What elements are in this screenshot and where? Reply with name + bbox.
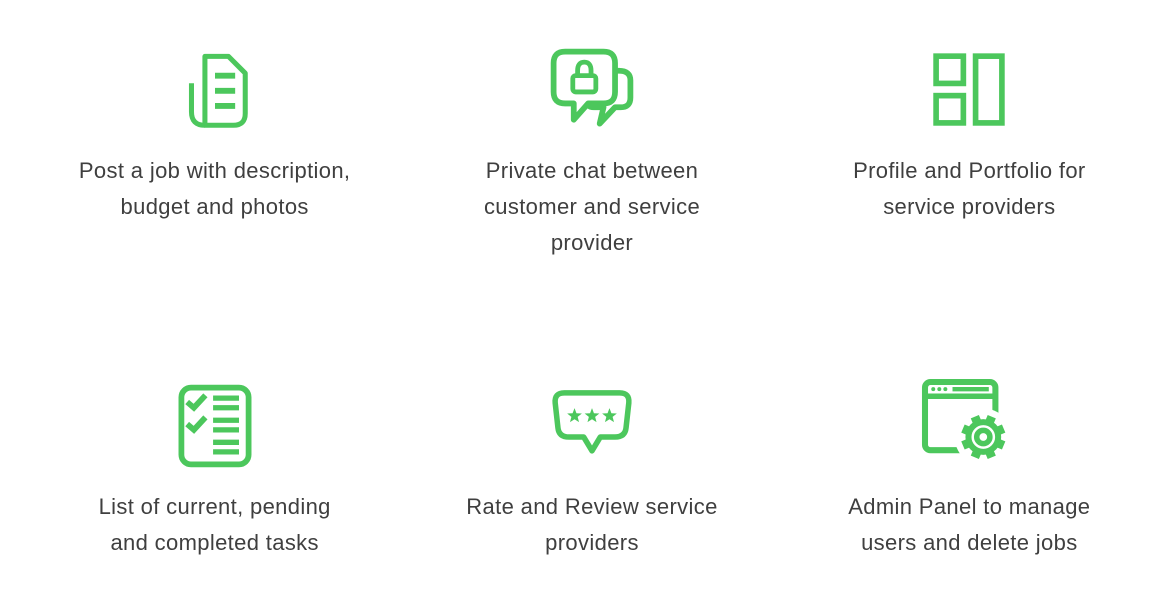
feature-label-line: Profile and Portfolio for xyxy=(853,158,1086,183)
feature-label: Admin Panel to manage users and delete j… xyxy=(848,489,1090,561)
feature-label-line: service providers xyxy=(883,194,1056,219)
feature-label-line: Post a job with description, xyxy=(78,158,351,183)
feature-card-admin-panel: Admin Panel to manage users and delete j… xyxy=(781,376,1158,561)
feature-label-line: Private chat between xyxy=(485,158,699,183)
feature-label-line: provider xyxy=(550,230,634,255)
feature-label: Rate and Review service providers xyxy=(466,489,717,561)
feature-label-line: budget and photos xyxy=(120,194,309,219)
feature-card-post-job: Post a job with description, budget and … xyxy=(26,40,403,261)
feature-card-profile-portfolio: Profile and Portfolio for service provid… xyxy=(781,40,1158,261)
task-list-checklist-icon xyxy=(167,376,263,476)
feature-card-private-chat: Private chat between customer and servic… xyxy=(403,40,780,261)
admin-panel-gear-icon xyxy=(914,376,1024,476)
feature-label: List of current, pending and completed t… xyxy=(99,489,331,561)
features-grid: Post a job with description, budget and … xyxy=(26,40,1158,561)
feature-card-rate-review: Rate and Review service providers xyxy=(403,376,780,561)
feature-label-line: List of current, pending xyxy=(98,494,331,519)
feature-label-line: Admin Panel to manage xyxy=(848,494,1091,519)
feature-label: Private chat between customer and servic… xyxy=(484,153,700,261)
private-chat-lock-icon xyxy=(544,40,640,140)
rate-review-stars-icon xyxy=(540,376,644,476)
post-job-document-icon xyxy=(173,40,257,140)
profile-portfolio-grid-icon xyxy=(922,40,1016,140)
feature-label-line: users and delete jobs xyxy=(861,530,1078,555)
feature-label: Profile and Portfolio for service provid… xyxy=(853,153,1086,225)
feature-card-task-list: List of current, pending and completed t… xyxy=(26,376,403,561)
feature-label: Post a job with description, budget and … xyxy=(79,153,351,225)
feature-label-line: and completed tasks xyxy=(110,530,319,555)
feature-label-line: customer and service xyxy=(483,194,701,219)
feature-label-line: Rate and Review service xyxy=(466,494,718,519)
feature-label-line: providers xyxy=(545,530,639,555)
